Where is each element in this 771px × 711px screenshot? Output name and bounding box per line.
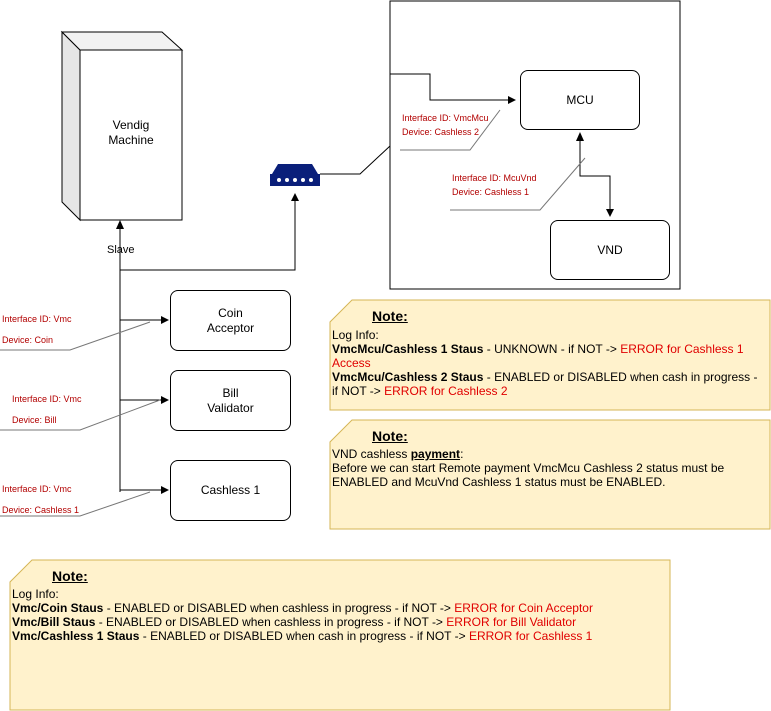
- note2-body: VND cashless payment: Before we can star…: [332, 447, 762, 489]
- note3-line3-bold: Vmc/Cashless 1 Staus: [12, 629, 140, 643]
- coin-device-label: Device: Coin: [2, 335, 54, 345]
- note2-intro: VND cashless payment:: [332, 447, 762, 461]
- vending-machine-shape: [60, 30, 184, 222]
- bill-validator-label-line1: Bill: [222, 385, 239, 400]
- router-icon: [270, 164, 320, 186]
- mcu-interface-label: Interface ID: VmcMcu: [402, 113, 489, 123]
- bill-validator-label-line2: Validator: [207, 400, 254, 415]
- vending-machine-title-line1: Vendig: [112, 118, 150, 132]
- bill-interface-label: Interface ID: Vmc: [12, 394, 82, 404]
- note3-line2: Vmc/Bill Staus - ENABLED or DISABLED whe…: [12, 615, 662, 629]
- cashless1-label: Cashless 1: [200, 483, 261, 497]
- mcu-label: MCU: [566, 92, 594, 107]
- vnd-label: VND: [597, 242, 623, 257]
- coin-acceptor-label-line2: Acceptor: [206, 320, 255, 335]
- vnd-interface-label: Interface ID: McuVnd: [452, 173, 537, 183]
- note3-shape: [9, 559, 671, 711]
- mcu-device-label: Device: Cashless 2: [402, 127, 480, 137]
- note2-intro-text: VND cashless: [332, 447, 411, 461]
- note1-intro: Log Info:: [332, 328, 379, 342]
- vnd-device-label: Device: Cashless 1: [452, 187, 530, 197]
- note2-intro-end: :: [460, 447, 464, 461]
- note1-line1-text: - UNKNOWN - if NOT ->: [483, 342, 621, 356]
- note3-line2-bold: Vmc/Bill Staus: [12, 615, 96, 629]
- note1-line1-bold: VmcMcu/Cashless 1 Staus: [332, 342, 484, 356]
- slave-label: Slave: [107, 244, 135, 256]
- note1-line2: VmcMcu/Cashless 2 Staus - ENABLED or DIS…: [332, 370, 762, 398]
- coin-acceptor-label-line1: Coin: [218, 305, 243, 320]
- note2-shape: [329, 419, 771, 530]
- note3-line3-text: - ENABLED or DISABLED when cash in progr…: [139, 629, 469, 643]
- note1-title: Note:: [372, 308, 408, 324]
- cashless1-interface-label: Interface ID: Vmc: [2, 484, 72, 494]
- note1-line1: VmcMcu/Cashless 1 Staus - UNKNOWN - if N…: [332, 342, 762, 370]
- note3-line1-text: - ENABLED or DISABLED when cashless in p…: [103, 601, 455, 615]
- note3-line3: Vmc/Cashless 1 Staus - ENABLED or DISABL…: [12, 629, 662, 643]
- note3-line1: Vmc/Coin Staus - ENABLED or DISABLED whe…: [12, 601, 662, 615]
- note3-line2-error: ERROR for Bill Validator: [446, 615, 577, 629]
- note3-line1-error: ERROR for Coin Acceptor: [454, 601, 593, 615]
- vnd-box: VND: [550, 220, 670, 280]
- note2-intro-bold: payment: [410, 447, 461, 461]
- vending-machine-title: Vendig Machine: [80, 118, 182, 148]
- note1-line2-error: ERROR for Cashless 2: [384, 384, 508, 398]
- note1-body: Log Info: VmcMcu/Cashless 1 Staus - UNKN…: [332, 328, 762, 398]
- note1-shape: [329, 299, 771, 411]
- mcu-box: MCU: [520, 70, 640, 130]
- cashless1-box: Cashless 1: [170, 460, 291, 521]
- note1-line1-error: ERROR for Cashless 1 Access: [332, 342, 744, 370]
- note2-text: Before we can start Remote payment VmcMc…: [332, 461, 725, 489]
- note3-intro: Log Info:: [12, 587, 59, 601]
- note3-body: Log Info: Vmc/Coin Staus - ENABLED or DI…: [12, 587, 662, 643]
- vending-machine-title-line2: Machine: [108, 133, 154, 147]
- note3-line3-error: ERROR for Cashless 1: [468, 629, 593, 643]
- note1-line2-bold: VmcMcu/Cashless 2 Staus: [332, 370, 484, 384]
- note2-title: Note:: [372, 428, 408, 444]
- note3-line1-bold: Vmc/Coin Staus: [12, 601, 104, 615]
- note3-line2-text: - ENABLED or DISABLED when cashless in p…: [95, 615, 447, 629]
- cashless1-device-label: Device: Cashless 1: [2, 505, 80, 515]
- note1-line2-text: - ENABLED or DISABLED when cash in progr…: [332, 370, 758, 398]
- mcu-enclosure: [389, 0, 681, 290]
- coin-interface-label: Interface ID: Vmc: [2, 314, 72, 324]
- bill-device-label: Device: Bill: [12, 415, 57, 425]
- note3-title: Note:: [52, 568, 88, 584]
